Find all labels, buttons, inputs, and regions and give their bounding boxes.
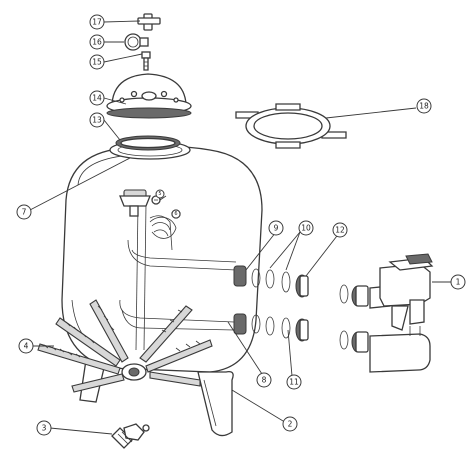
- callout-label: 3: [42, 424, 47, 433]
- callout-circle: [89, 34, 105, 50]
- callout-circle: [450, 274, 466, 290]
- callout-circle: [89, 90, 105, 106]
- callout-label: 10: [301, 224, 311, 233]
- callout-12: 12: [332, 222, 348, 238]
- callout-10: 10: [298, 220, 314, 236]
- callout-label: 2: [288, 420, 293, 429]
- pressure-gauge-parts: [124, 13, 161, 71]
- callout-circle: [18, 338, 34, 354]
- callout-label: 5: [158, 191, 161, 197]
- callout-13: 13: [89, 112, 105, 128]
- callout-label: 6: [174, 211, 177, 217]
- callout-circle: [89, 54, 105, 70]
- callout-circle: [332, 222, 348, 238]
- drain-plug: [111, 423, 150, 449]
- callout-8: 8: [256, 372, 272, 388]
- callout-label: 17: [92, 18, 102, 27]
- callout-2: 2: [282, 416, 298, 432]
- callout-label: 4: [24, 342, 29, 351]
- internal-pipes: [119, 203, 237, 351]
- callout-circle: [286, 374, 302, 390]
- callout-circle: [298, 220, 314, 236]
- callout-label: 12: [335, 226, 345, 235]
- lid-o-ring: [115, 135, 181, 151]
- callout-circle: [282, 416, 298, 432]
- callout-label: 9: [274, 224, 279, 233]
- callout-5: 5: [155, 189, 165, 199]
- callout-circle: [256, 372, 272, 388]
- lateral-arms: [37, 299, 213, 393]
- callout-label: 1: [456, 278, 461, 287]
- leader-lines: [29, 20, 452, 435]
- callout-label: 8: [262, 376, 267, 385]
- callout-label: 14: [92, 94, 102, 103]
- callout-1: 1: [450, 274, 466, 290]
- callout-circle: [36, 420, 52, 436]
- multiport-valve: [339, 253, 434, 373]
- callout-circle: [16, 204, 32, 220]
- callout-17: 17: [89, 14, 105, 30]
- callout-18: 18: [416, 98, 432, 114]
- callout-7: 7: [16, 204, 32, 220]
- lid-clamp-wrench: [235, 103, 347, 149]
- callout-label: 15: [92, 58, 102, 67]
- callout-15: 15: [89, 54, 105, 70]
- callout-6: 6: [171, 209, 181, 219]
- callout-circle: [416, 98, 432, 114]
- callout-circle: [268, 220, 284, 236]
- callout-9: 9: [268, 220, 284, 236]
- callout-11: 11: [286, 374, 302, 390]
- callout-circle: [155, 189, 165, 199]
- callout-label: 7: [22, 208, 27, 217]
- pipe-fittings: [251, 268, 309, 342]
- callout-16: 16: [89, 34, 105, 50]
- callout-14: 14: [89, 90, 105, 106]
- callout-label: 18: [419, 102, 429, 111]
- callout-circle: [89, 14, 105, 30]
- callout-label: 16: [92, 38, 102, 47]
- tank-ports: [233, 265, 247, 335]
- filter-lid: [106, 73, 192, 119]
- callout-4: 4: [18, 338, 34, 354]
- callout-label: 13: [92, 116, 102, 125]
- callout-circle: [89, 112, 105, 128]
- callout-circle: [171, 209, 181, 219]
- callout-label: 11: [289, 378, 299, 387]
- callout-3: 3: [36, 420, 52, 436]
